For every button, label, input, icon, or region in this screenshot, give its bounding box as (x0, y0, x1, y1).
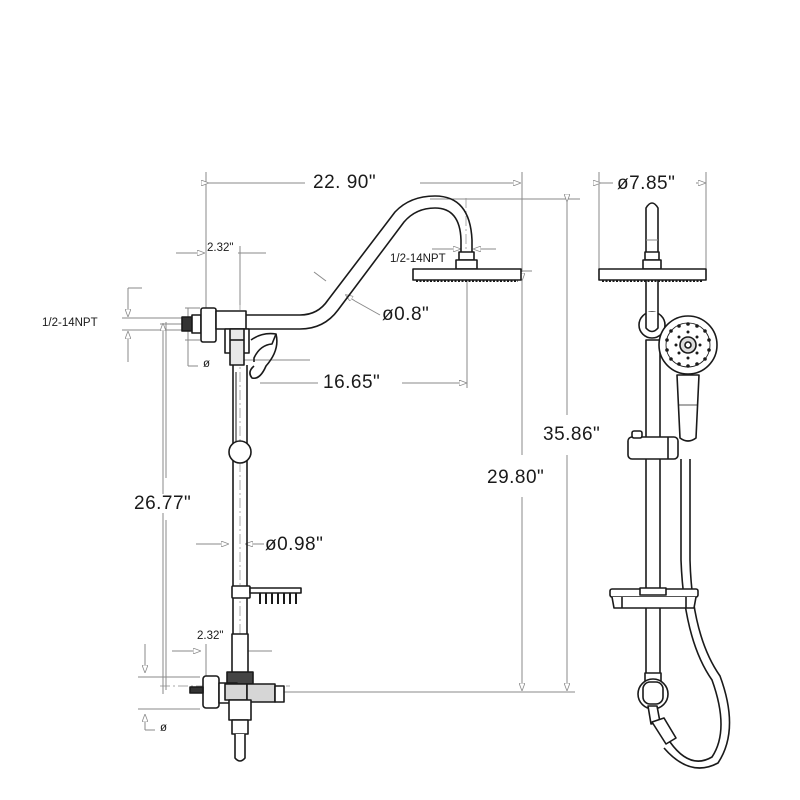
top-inlet-thread-label: 1/2-14NPT (42, 317, 98, 329)
bar-diameter-dimension: ø0.98" (265, 534, 324, 555)
head-to-valve-dimension: 29.80" (484, 468, 548, 487)
arm-height-dimension: 16.65" (320, 373, 384, 392)
bottom-inlet-offset-dimension: 2.32" (197, 630, 224, 642)
top-inlet-offset-dimension: 2.32" (207, 242, 234, 254)
rain-head-diameter-dimension: ø7.85" (614, 174, 679, 193)
head-thread-label: 1/2-14NPT (387, 253, 449, 266)
bar-height-dimension: 26.77" (131, 494, 195, 513)
top-diameter-symbol: ø (203, 358, 211, 370)
overall-reach-dimension: 22. 90" (310, 173, 380, 192)
bottom-diameter-symbol: ø (160, 722, 168, 734)
front-view (598, 202, 731, 769)
total-height-dimension: 35.86" (540, 425, 604, 444)
side-view (181, 195, 522, 762)
arm-diameter-dimension: ø0.8" (382, 304, 430, 325)
